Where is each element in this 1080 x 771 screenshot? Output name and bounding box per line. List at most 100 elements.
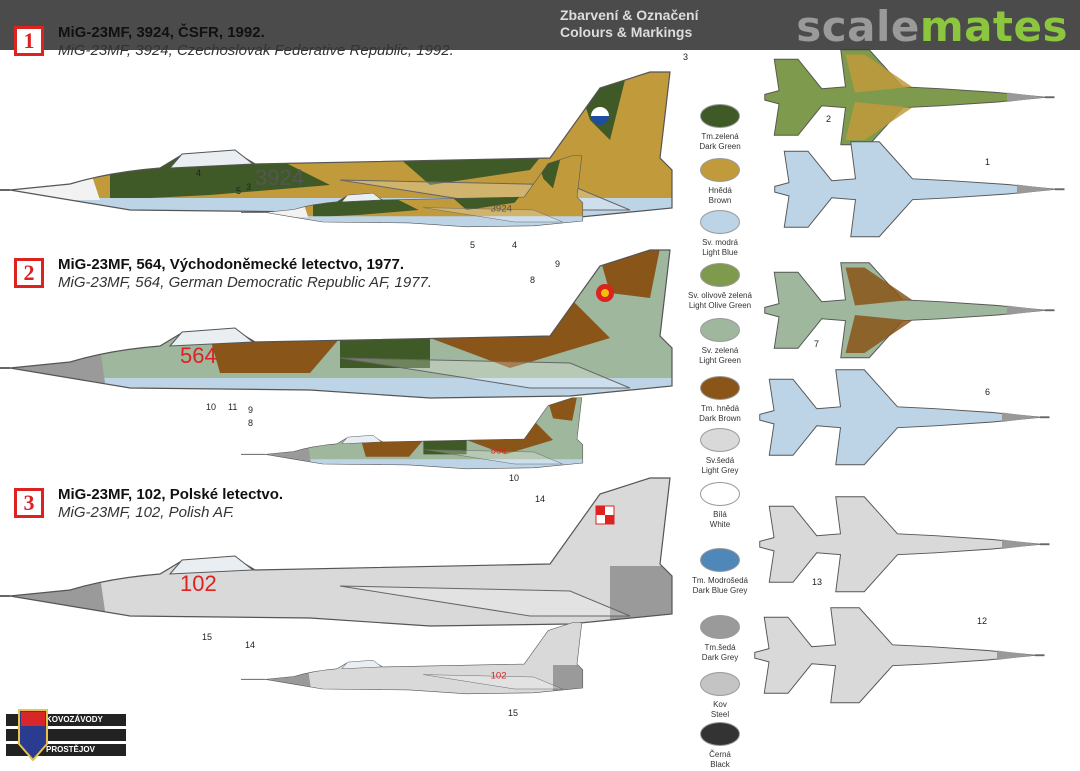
callout-number: 13	[812, 577, 822, 587]
colour-chip	[700, 158, 740, 182]
colour-name-cz: Kov	[713, 700, 727, 709]
callout-number: 3	[246, 182, 251, 192]
colour-chip	[700, 428, 740, 452]
callout-number: 6	[985, 387, 990, 397]
callout-number: 1	[985, 157, 990, 167]
colour-name-cz: Sv.šedá	[705, 456, 735, 465]
scheme-subtitle: MiG-23MF, 102, Polish AF.	[58, 504, 235, 521]
colour-name-cz: Tm.zelená	[701, 132, 739, 141]
callout-number: 15	[508, 708, 518, 718]
wing	[423, 449, 563, 465]
scheme-number-badge: 2	[14, 258, 44, 288]
national-insignia	[591, 107, 609, 125]
watermark-bar	[0, 0, 1080, 50]
wing	[423, 674, 563, 690]
callout-number: 9	[555, 259, 560, 269]
callout-number: 14	[245, 640, 255, 650]
callout-number: 10	[509, 473, 519, 483]
colour-name-cz: Tm. hnědá	[700, 404, 740, 413]
callout-number: 14	[535, 494, 545, 504]
colour-chip	[700, 482, 740, 506]
colour-name-cz: Tm. Modrošedá	[691, 576, 749, 585]
callout-number: 12	[977, 616, 987, 626]
planform-view-4	[759, 369, 1050, 466]
tactical-number: 3924	[491, 203, 513, 214]
national-insignia	[596, 284, 614, 302]
colour-name-cz: Tm.šedá	[704, 643, 736, 652]
scheme-number-badge: 1	[14, 26, 44, 56]
canopy	[341, 434, 383, 445]
callout-number: 4	[512, 240, 517, 250]
callout-number: 15	[202, 632, 212, 642]
colour-name-cz: Černá	[709, 750, 731, 759]
colour-name-en: Light Blue	[702, 248, 738, 257]
planform-view-5	[759, 496, 1050, 593]
planform-view-2	[774, 141, 1065, 238]
callout-number: 10	[206, 402, 216, 412]
callout-number: 5	[236, 186, 241, 196]
scheme-title: MiG-23MF, 3924, ČSFR, 1992.	[58, 24, 265, 41]
colour-chip	[700, 263, 740, 287]
tactical-number: 564	[491, 445, 508, 456]
colour-chip	[700, 210, 740, 234]
national-insignia	[595, 505, 615, 525]
colour-chip	[700, 615, 740, 639]
legend-title: Zbarvení & Označení Colours & Markings	[560, 7, 699, 40]
small-side-profile-2: 564	[240, 397, 584, 470]
tactical-number: 102	[180, 571, 217, 596]
callout-number: 3	[683, 52, 688, 62]
colour-name-en: Dark Brown	[699, 414, 741, 423]
callout-number: 7	[814, 339, 819, 349]
canopy	[168, 149, 255, 169]
colour-chip	[700, 722, 740, 746]
colour-name-en: Brown	[708, 196, 732, 205]
tactical-number: 3924	[255, 165, 304, 190]
callout-number: 9	[248, 405, 253, 415]
colour-name-en: Dark Blue Grey	[692, 586, 748, 595]
callout-number: 8	[248, 418, 253, 428]
canopy	[341, 192, 383, 203]
planform-view-3	[764, 262, 1055, 359]
colour-name-en: Steel	[710, 710, 730, 719]
tactical-number: 564	[180, 343, 217, 368]
colour-chip	[700, 104, 740, 128]
planform-view-1	[764, 49, 1055, 146]
colour-name-en: Light Green	[699, 356, 741, 365]
callout-number: 8	[530, 275, 535, 285]
scheme-subtitle: MiG-23MF, 3924, Czechoslovak Federative …	[58, 42, 454, 59]
canopy	[341, 659, 383, 670]
colour-name-en: Dark Green	[699, 142, 741, 151]
tactical-number: 102	[491, 670, 507, 681]
planform-view-6	[754, 607, 1045, 704]
colour-name-cz: Hnědá	[708, 186, 732, 195]
callout-number: 5	[470, 240, 475, 250]
logo-shield-icon	[18, 709, 48, 762]
callout-number: 11	[228, 402, 237, 412]
colour-name-cz: Sv. olivově zelená	[688, 291, 752, 300]
scheme-number-badge: 3	[14, 488, 44, 518]
colour-name-cz: Bílá	[713, 510, 727, 519]
callout-number: 4	[196, 168, 201, 178]
scheme-title: MiG-23MF, 102, Polské letectvo.	[58, 486, 284, 503]
colour-name-en: Light Grey	[701, 466, 739, 475]
colour-name-en: Light Olive Green	[688, 301, 752, 310]
kovozavody-logo: KOVOZÁVODY PROSTĚJOV	[6, 709, 128, 762]
colour-name-en: Black	[710, 760, 730, 769]
colour-name-cz: Sv. zelená	[701, 346, 739, 355]
wing	[423, 207, 563, 223]
wing	[339, 357, 631, 389]
wing	[339, 585, 631, 617]
small-side-profile-3: 102	[240, 622, 584, 695]
